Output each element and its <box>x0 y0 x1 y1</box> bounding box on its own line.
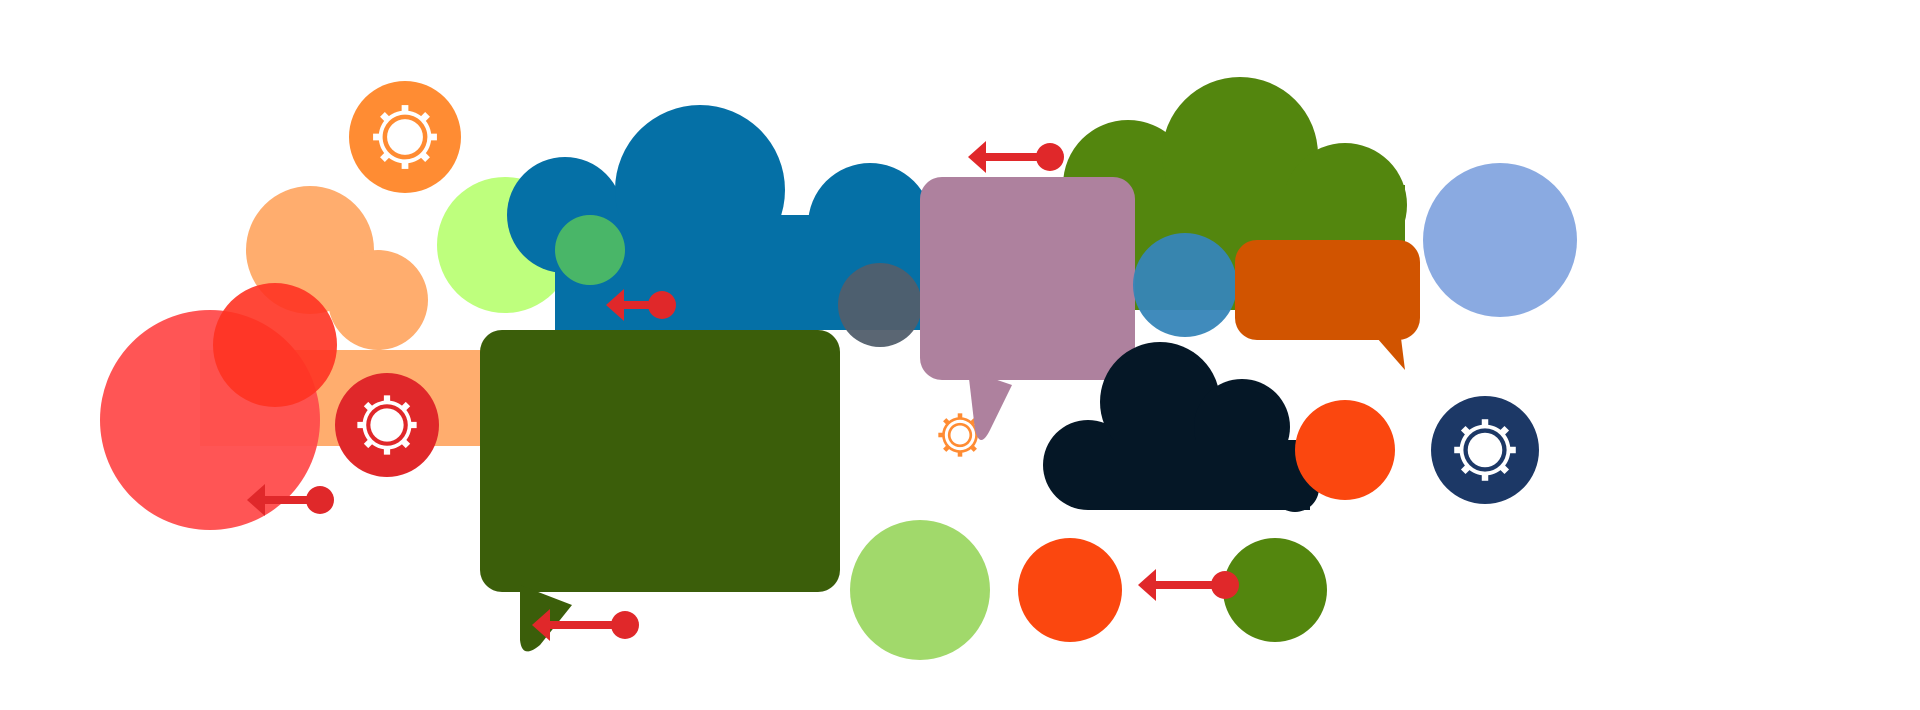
red-arrow-3 <box>532 609 639 641</box>
red-arrow-2 <box>247 484 334 516</box>
red-arrow-5 <box>1138 569 1239 601</box>
periwinkle-circle <box>1423 163 1577 317</box>
light-green-circle <box>850 520 990 660</box>
orange-outline-gear-icon <box>938 413 982 457</box>
arrow-left-icon <box>968 141 986 173</box>
red-arrow-1 <box>606 289 676 321</box>
arrow-left-icon <box>606 289 624 321</box>
navy-gear-icon <box>1431 396 1539 504</box>
arrow-left-icon <box>532 609 550 641</box>
dark-teal-circle <box>838 263 922 347</box>
orange-red-circle-2 <box>1018 538 1122 642</box>
arrow-left-icon <box>1138 569 1156 601</box>
steel-blue-circle <box>1133 233 1237 337</box>
green-circle <box>1223 538 1327 642</box>
orange-gear-icon <box>349 81 461 193</box>
dark-green-speech-bubble <box>480 330 840 652</box>
red-gear-icon <box>335 373 439 477</box>
lime-overlap <box>555 215 625 285</box>
orange-red-circle-1 <box>1295 400 1395 500</box>
red-arrow-4 <box>968 141 1064 173</box>
rust-speech-bubble <box>1235 240 1420 370</box>
arrow-left-icon <box>247 484 265 516</box>
navy-cloud <box>1043 342 1319 512</box>
red-overlap <box>213 283 337 407</box>
mauve-speech-bubble <box>920 177 1135 440</box>
